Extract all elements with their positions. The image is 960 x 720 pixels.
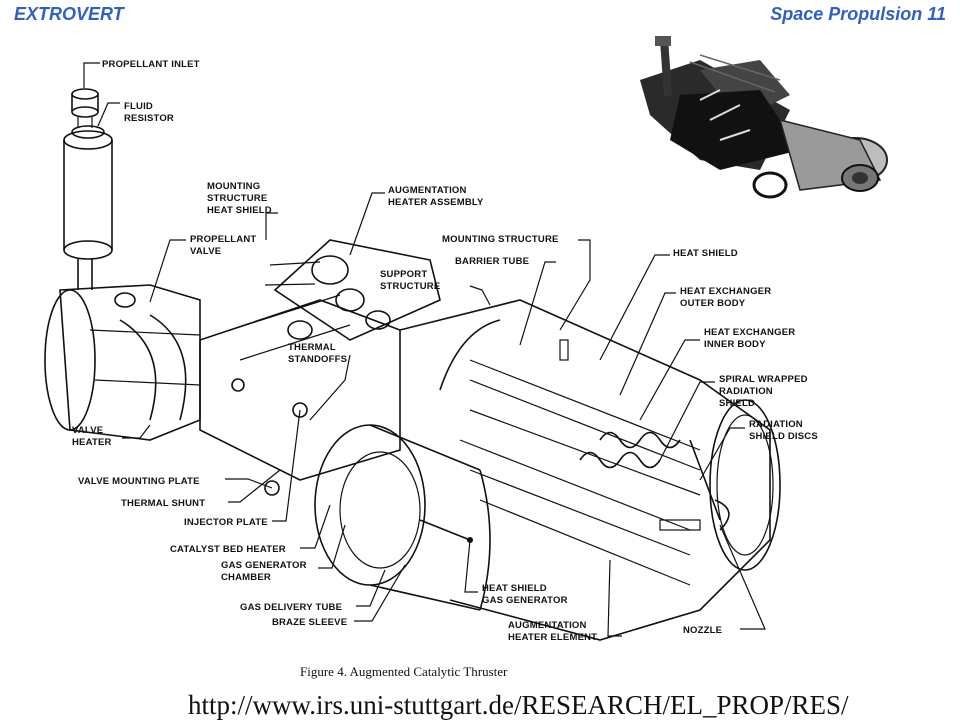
source-url[interactable]: http://www.irs.uni-stuttgart.de/RESEARCH… [188,690,849,720]
label-radiation: RADIATION [719,386,773,397]
label-support: SUPPORT [380,269,427,280]
label-gas-delivery-tube: GAS DELIVERY TUBE [240,602,342,613]
label-heater-element: HEATER ELEMENT [508,632,597,643]
label-fluid: FLUID [124,101,153,112]
label-valve-left: VALVE [72,425,103,436]
label-mounting: MOUNTING [207,181,260,192]
label-injector-plate: INJECTOR PLATE [184,517,268,528]
label-heat-shield: HEAT SHIELD [673,248,738,259]
header-subtitle: Space Propulsion 11 [770,4,946,24]
label-barrier-tube: BARRIER TUBE [455,256,529,267]
label-braze-sleeve: BRAZE SLEEVE [272,617,347,628]
label-mounting-structure: MOUNTING STRUCTURE [442,234,559,245]
label-spiral-wrapped: SPIRAL WRAPPED [719,374,808,385]
label-augmentation-2: AUGMENTATION [508,620,587,631]
label-thermal-shunt: THERMAL SHUNT [121,498,205,509]
label-heater-assembly: HEATER ASSEMBLY [388,197,484,208]
label-heat-exchanger-inner: HEAT EXCHANGER [704,327,795,338]
label-augmentation: AUGMENTATION [388,185,467,196]
label-catalyst-bed-heater: CATALYST BED HEATER [170,544,286,555]
figure-caption: Figure 4. Augmented Catalytic Thruster [300,664,508,679]
label-shield-discs: SHIELD DISCS [749,431,818,442]
thruster-photo [628,28,928,233]
label-inner-body: INNER BODY [704,339,766,350]
label-heat-shield-2: HEAT SHIELD [482,583,547,594]
thruster-drawing [44,62,781,641]
label-outer-body: OUTER BODY [680,298,746,309]
label-thermal: THERMAL [288,342,336,353]
label-standoffs: STANDOFFS [288,354,347,365]
label-radiation-2: RADIATION [749,419,803,430]
label-chamber: CHAMBER [221,572,271,583]
label-valve-mounting-plate: VALVE MOUNTING PLATE [78,476,200,487]
label-structure: STRUCTURE [207,193,267,204]
label-shield: SHIELD [719,398,755,409]
label-resistor: RESISTOR [124,113,174,124]
label-heat-exchanger-outer: HEAT EXCHANGER [680,286,771,297]
label-nozzle: NOZZLE [683,625,722,636]
label-support-structure: STRUCTURE [380,281,440,292]
header-title: EXTROVERT [14,4,124,24]
label-gas-generator: GAS GENERATOR [221,560,307,571]
label-gas-generator-2: GAS GENERATOR [482,595,568,606]
label-valve: VALVE [190,246,221,257]
label-heater: HEATER [72,437,112,448]
label-propellant-inlet: PROPELLANT INLET [102,59,200,70]
label-propellant: PROPELLANT [190,234,256,245]
label-heat-shield-mounting: HEAT SHIELD [207,205,272,216]
